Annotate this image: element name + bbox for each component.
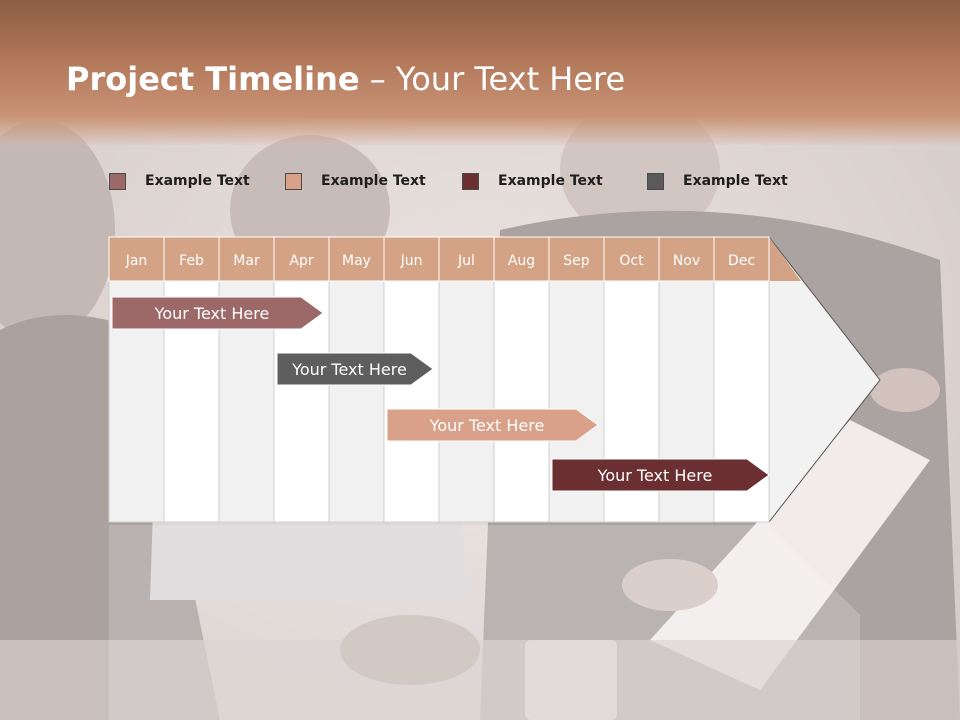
month-label: May <box>342 253 371 269</box>
legend-swatch <box>462 172 479 190</box>
month-label: Jul <box>457 253 475 269</box>
month-label: Nov <box>673 253 700 269</box>
month-label: Apr <box>289 253 313 269</box>
month-header-cell <box>493 236 550 282</box>
month-header-cell <box>273 236 330 282</box>
slide-title: Project Timeline – Your Text Here <box>66 60 625 98</box>
legend-label: Example Text <box>498 173 603 189</box>
legend-swatch <box>285 172 302 190</box>
month-column <box>383 280 440 523</box>
header-band <box>0 0 960 145</box>
month-label: Sep <box>563 253 590 269</box>
task-bar <box>111 296 324 330</box>
month-column <box>438 280 495 523</box>
task-bar-label: Your Text Here <box>154 304 270 323</box>
month-header-cell <box>658 236 715 282</box>
legend-item: Example Text <box>462 170 603 192</box>
month-label: Jan <box>125 253 148 269</box>
timeline-header-tip <box>769 237 801 281</box>
month-label: Feb <box>179 253 204 269</box>
month-label: Aug <box>508 253 535 269</box>
month-label: Dec <box>728 253 755 269</box>
task-bar-label: Your Text Here <box>597 466 713 485</box>
legend-label: Example Text <box>683 173 788 189</box>
month-label: Jun <box>400 253 423 269</box>
legend-item: Example Text <box>647 170 788 192</box>
legend-label: Example Text <box>321 173 426 189</box>
legend-item: Example Text <box>109 170 250 192</box>
month-header-cell <box>108 236 165 282</box>
month-label: Oct <box>619 253 644 269</box>
task-bar-label: Your Text Here <box>429 416 545 435</box>
month-header-cell <box>218 236 275 282</box>
month-header-cell <box>383 236 440 282</box>
month-header-cell <box>548 236 605 282</box>
timeline-reflection <box>109 525 860 720</box>
task-bar <box>276 352 434 386</box>
month-column <box>328 280 385 523</box>
legend-swatch <box>109 172 126 190</box>
task-bar <box>551 458 770 492</box>
task-bar <box>386 408 599 442</box>
month-column <box>493 280 550 523</box>
legend-swatch <box>647 172 664 190</box>
legend-item: Example Text <box>285 170 426 192</box>
month-header-cell <box>603 236 660 282</box>
title-rest: – Your Text Here <box>359 60 626 98</box>
month-header-cell <box>713 236 770 282</box>
legend-label: Example Text <box>145 173 250 189</box>
title-bold: Project Timeline <box>66 60 360 98</box>
month-label: Mar <box>233 253 260 269</box>
task-bar-label: Your Text Here <box>291 360 407 379</box>
month-header-cell <box>438 236 495 282</box>
